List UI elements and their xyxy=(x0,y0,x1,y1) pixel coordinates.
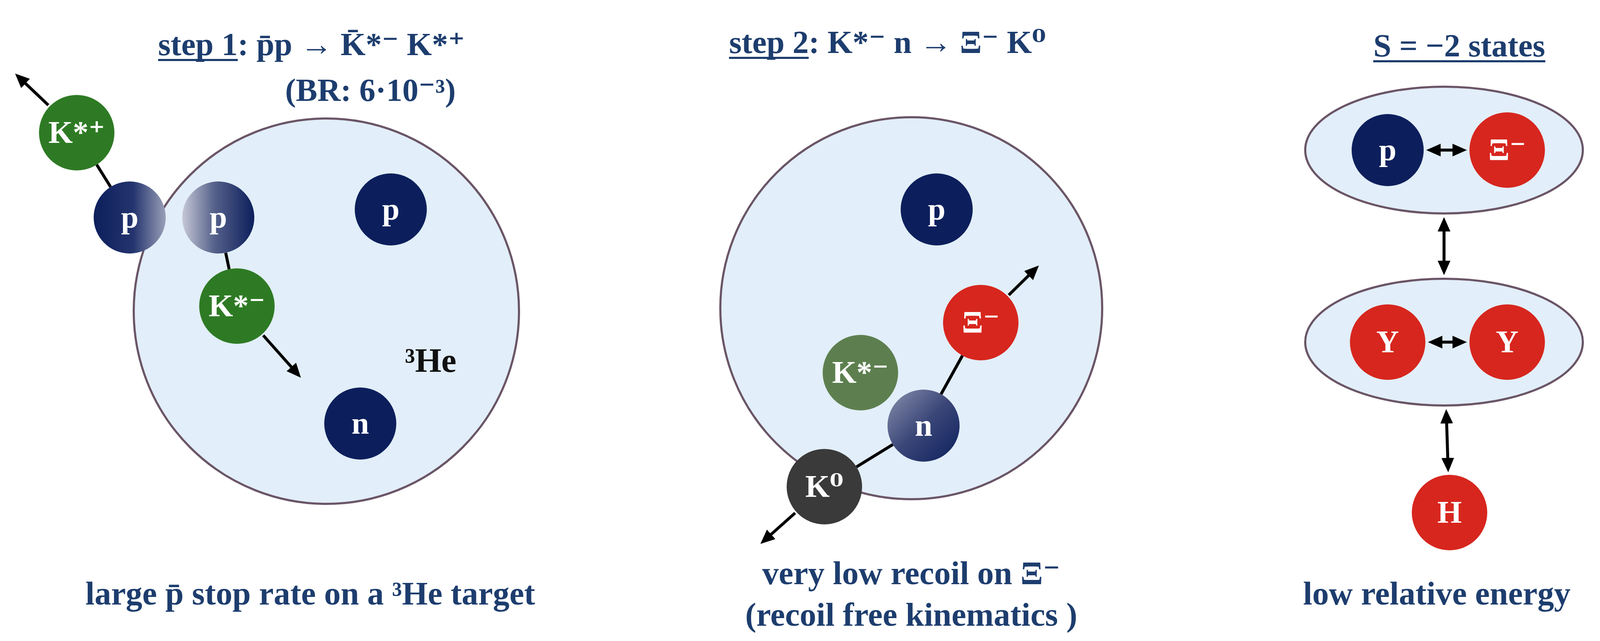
shape-fill xyxy=(1469,304,1545,380)
nucleus-circle: pΞ⁻ K*⁻ n xyxy=(719,116,1104,501)
particle-circle: Ξ⁻ xyxy=(943,284,1019,361)
shape-fill xyxy=(324,387,397,460)
shape-fill xyxy=(354,173,427,246)
caption-box: large p̄ stop rate on a ³He target xyxy=(85,573,536,614)
particle-circle: K⁰ xyxy=(786,448,863,525)
particle-circle: p xyxy=(354,173,427,246)
nucleus-label: ³He xyxy=(404,340,457,380)
shape-fill xyxy=(1411,474,1488,551)
nucleus-circle: ³He p pK*⁻ n xyxy=(132,117,521,505)
particle-label: K*⁻ xyxy=(832,354,889,391)
shape-fill xyxy=(182,181,255,254)
track-arrow xyxy=(22,80,49,106)
title-underline xyxy=(729,56,809,59)
shape-fill xyxy=(133,118,520,504)
transition-arrow xyxy=(1436,148,1457,152)
panel-title: S = −2 states xyxy=(1373,26,1545,65)
particle-label: p xyxy=(209,199,227,236)
step-title-box: step 1: p̄p → K̄*⁻ K*⁺ xyxy=(158,25,465,64)
particle-label: n xyxy=(351,405,369,442)
shape-outline xyxy=(719,116,1104,501)
step-title: step 1: p̄p → K̄*⁻ K*⁺ xyxy=(158,25,465,64)
particle-label: p xyxy=(1378,131,1397,168)
particle-circle: K*⁻ xyxy=(199,268,275,344)
particle-label: p xyxy=(120,199,139,236)
transition-arrow xyxy=(1442,227,1446,265)
particle-circle: p xyxy=(900,173,973,246)
shape-fill xyxy=(199,268,275,344)
title-underline xyxy=(158,58,238,62)
track-arrow xyxy=(768,512,796,538)
shape-outline xyxy=(1304,85,1584,215)
track-line xyxy=(96,164,111,187)
particle-circle: K*⁺ xyxy=(38,94,115,171)
shape-fill xyxy=(943,284,1019,361)
particle-circle: K*⁻ xyxy=(822,334,899,411)
particle-label: K⁰ xyxy=(805,468,844,505)
branching-ratio: (BR: 6·10⁻³) xyxy=(285,70,457,110)
particle-circle: Ξ⁻ xyxy=(1469,112,1545,188)
shape-fill xyxy=(720,117,1103,500)
particle-label: K*⁺ xyxy=(48,114,106,151)
particle-circle: p xyxy=(182,181,255,254)
particle-circle: Y xyxy=(1469,304,1545,380)
shape-outline xyxy=(1304,277,1584,407)
shape-fill xyxy=(1305,86,1584,214)
shape-fill xyxy=(1305,278,1584,406)
step-title-box: step 2: K*⁻ n → Ξ⁻ K⁰ xyxy=(729,22,1047,62)
shape-fill xyxy=(93,181,166,254)
shape-fill xyxy=(1351,114,1424,187)
particle-label: K*⁻ xyxy=(208,287,266,324)
particle-label: Y xyxy=(1376,323,1399,360)
shape-fill xyxy=(887,389,960,462)
caption-box: very low recoil on Ξ⁻ xyxy=(762,553,1061,593)
particle-circle: H xyxy=(1411,474,1488,551)
panel-title-box: S = −2 states xyxy=(1373,26,1545,65)
title-underline xyxy=(1373,60,1545,63)
particle-label: Ξ⁻ xyxy=(961,304,1000,341)
transition-arrow xyxy=(1446,419,1448,462)
particle-circle: p xyxy=(93,181,166,254)
particle-circle: n xyxy=(887,389,960,462)
particle-circle: n xyxy=(324,387,397,460)
particle-circle: p xyxy=(1351,114,1424,187)
state-ellipse: YY xyxy=(1304,277,1584,407)
transition-arrow xyxy=(1438,340,1457,344)
particle-label: Ξ⁻ xyxy=(1488,131,1526,168)
caption-box: (recoil free kinematics ) xyxy=(745,594,1077,635)
particle-circle: Y xyxy=(1349,304,1426,380)
shape-fill xyxy=(1349,304,1426,380)
shape-fill xyxy=(1469,112,1545,188)
shape-fill xyxy=(786,448,863,525)
caption: low relative energy xyxy=(1302,573,1571,614)
particle-label: n xyxy=(914,407,933,444)
particle-label: H xyxy=(1437,494,1462,531)
caption: very low recoil on Ξ⁻ xyxy=(762,553,1061,593)
shape-fill xyxy=(38,94,115,171)
step-title: step 2: K*⁻ n → Ξ⁻ K⁰ xyxy=(729,22,1047,62)
caption: (recoil free kinematics ) xyxy=(745,594,1077,635)
particle-label: Y xyxy=(1495,323,1519,360)
state-ellipse: p Ξ⁻ xyxy=(1304,85,1584,215)
branching-ratio-box: (BR: 6·10⁻³) xyxy=(285,70,457,110)
shape-fill xyxy=(900,173,973,246)
particle-label: p xyxy=(381,191,400,228)
caption-box: low relative energy xyxy=(1302,573,1571,614)
shape-outline xyxy=(132,117,521,505)
particle-label: p xyxy=(927,191,946,228)
caption: large p̄ stop rate on a ³He target xyxy=(85,573,536,614)
shape-fill xyxy=(822,334,899,411)
